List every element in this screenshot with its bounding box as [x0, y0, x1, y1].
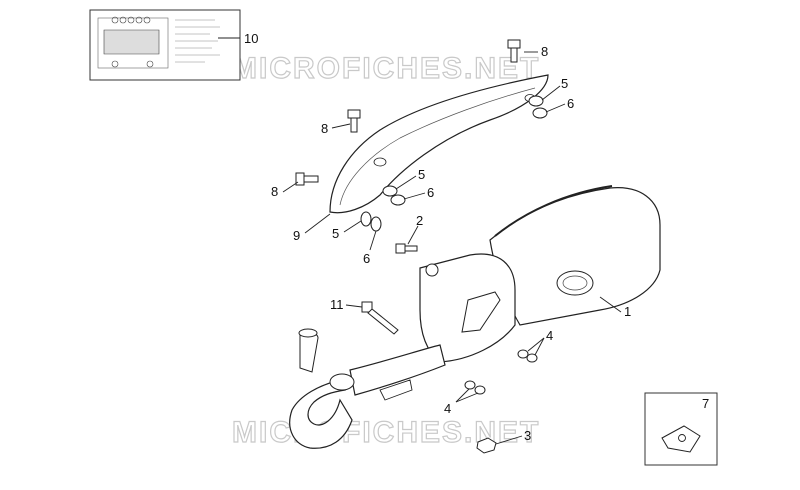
callout-11: 11 [330, 297, 344, 312]
nut-3 [476, 437, 497, 454]
bolt-8-top [507, 39, 521, 63]
callout-4-right: 4 [546, 328, 553, 343]
callout-1: 1 [624, 304, 631, 319]
watermark-top: MICROFICHES.NET [232, 52, 540, 85]
callout-3: 3 [524, 428, 531, 443]
callout-6-lower: 6 [363, 251, 370, 266]
nuts-4-right [517, 349, 538, 363]
callout-6-upper: 6 [567, 96, 574, 111]
bolt-11 [361, 301, 399, 335]
bolt-2 [395, 243, 418, 254]
callout-8-left: 8 [271, 184, 278, 199]
nuts-4-left [464, 380, 486, 395]
washers-lower [360, 211, 382, 232]
bolt-8-middle [347, 109, 361, 133]
callout-8-middle: 8 [321, 121, 328, 136]
callout-9: 9 [293, 228, 300, 243]
muffler-body [489, 185, 661, 326]
leader-lines [282, 51, 622, 445]
callout-4-left: 4 [444, 401, 451, 416]
callout-7: 7 [702, 396, 709, 411]
inset-reference-thumbnail [89, 9, 241, 81]
callout-8-top: 8 [541, 44, 548, 59]
callout-5-middle: 5 [418, 167, 425, 182]
clip-nut-inset [644, 392, 718, 466]
washers-middle [382, 185, 406, 206]
callout-5-upper: 5 [561, 76, 568, 91]
callout-2: 2 [416, 213, 423, 228]
bolt-8-left [295, 172, 319, 186]
heat-shield [329, 74, 549, 214]
washers-upper-right [528, 95, 548, 119]
callout-5-lower: 5 [332, 226, 339, 241]
exhaust-pipe [289, 328, 446, 449]
callout-10: 10 [244, 31, 258, 46]
callout-6-middle: 6 [427, 185, 434, 200]
